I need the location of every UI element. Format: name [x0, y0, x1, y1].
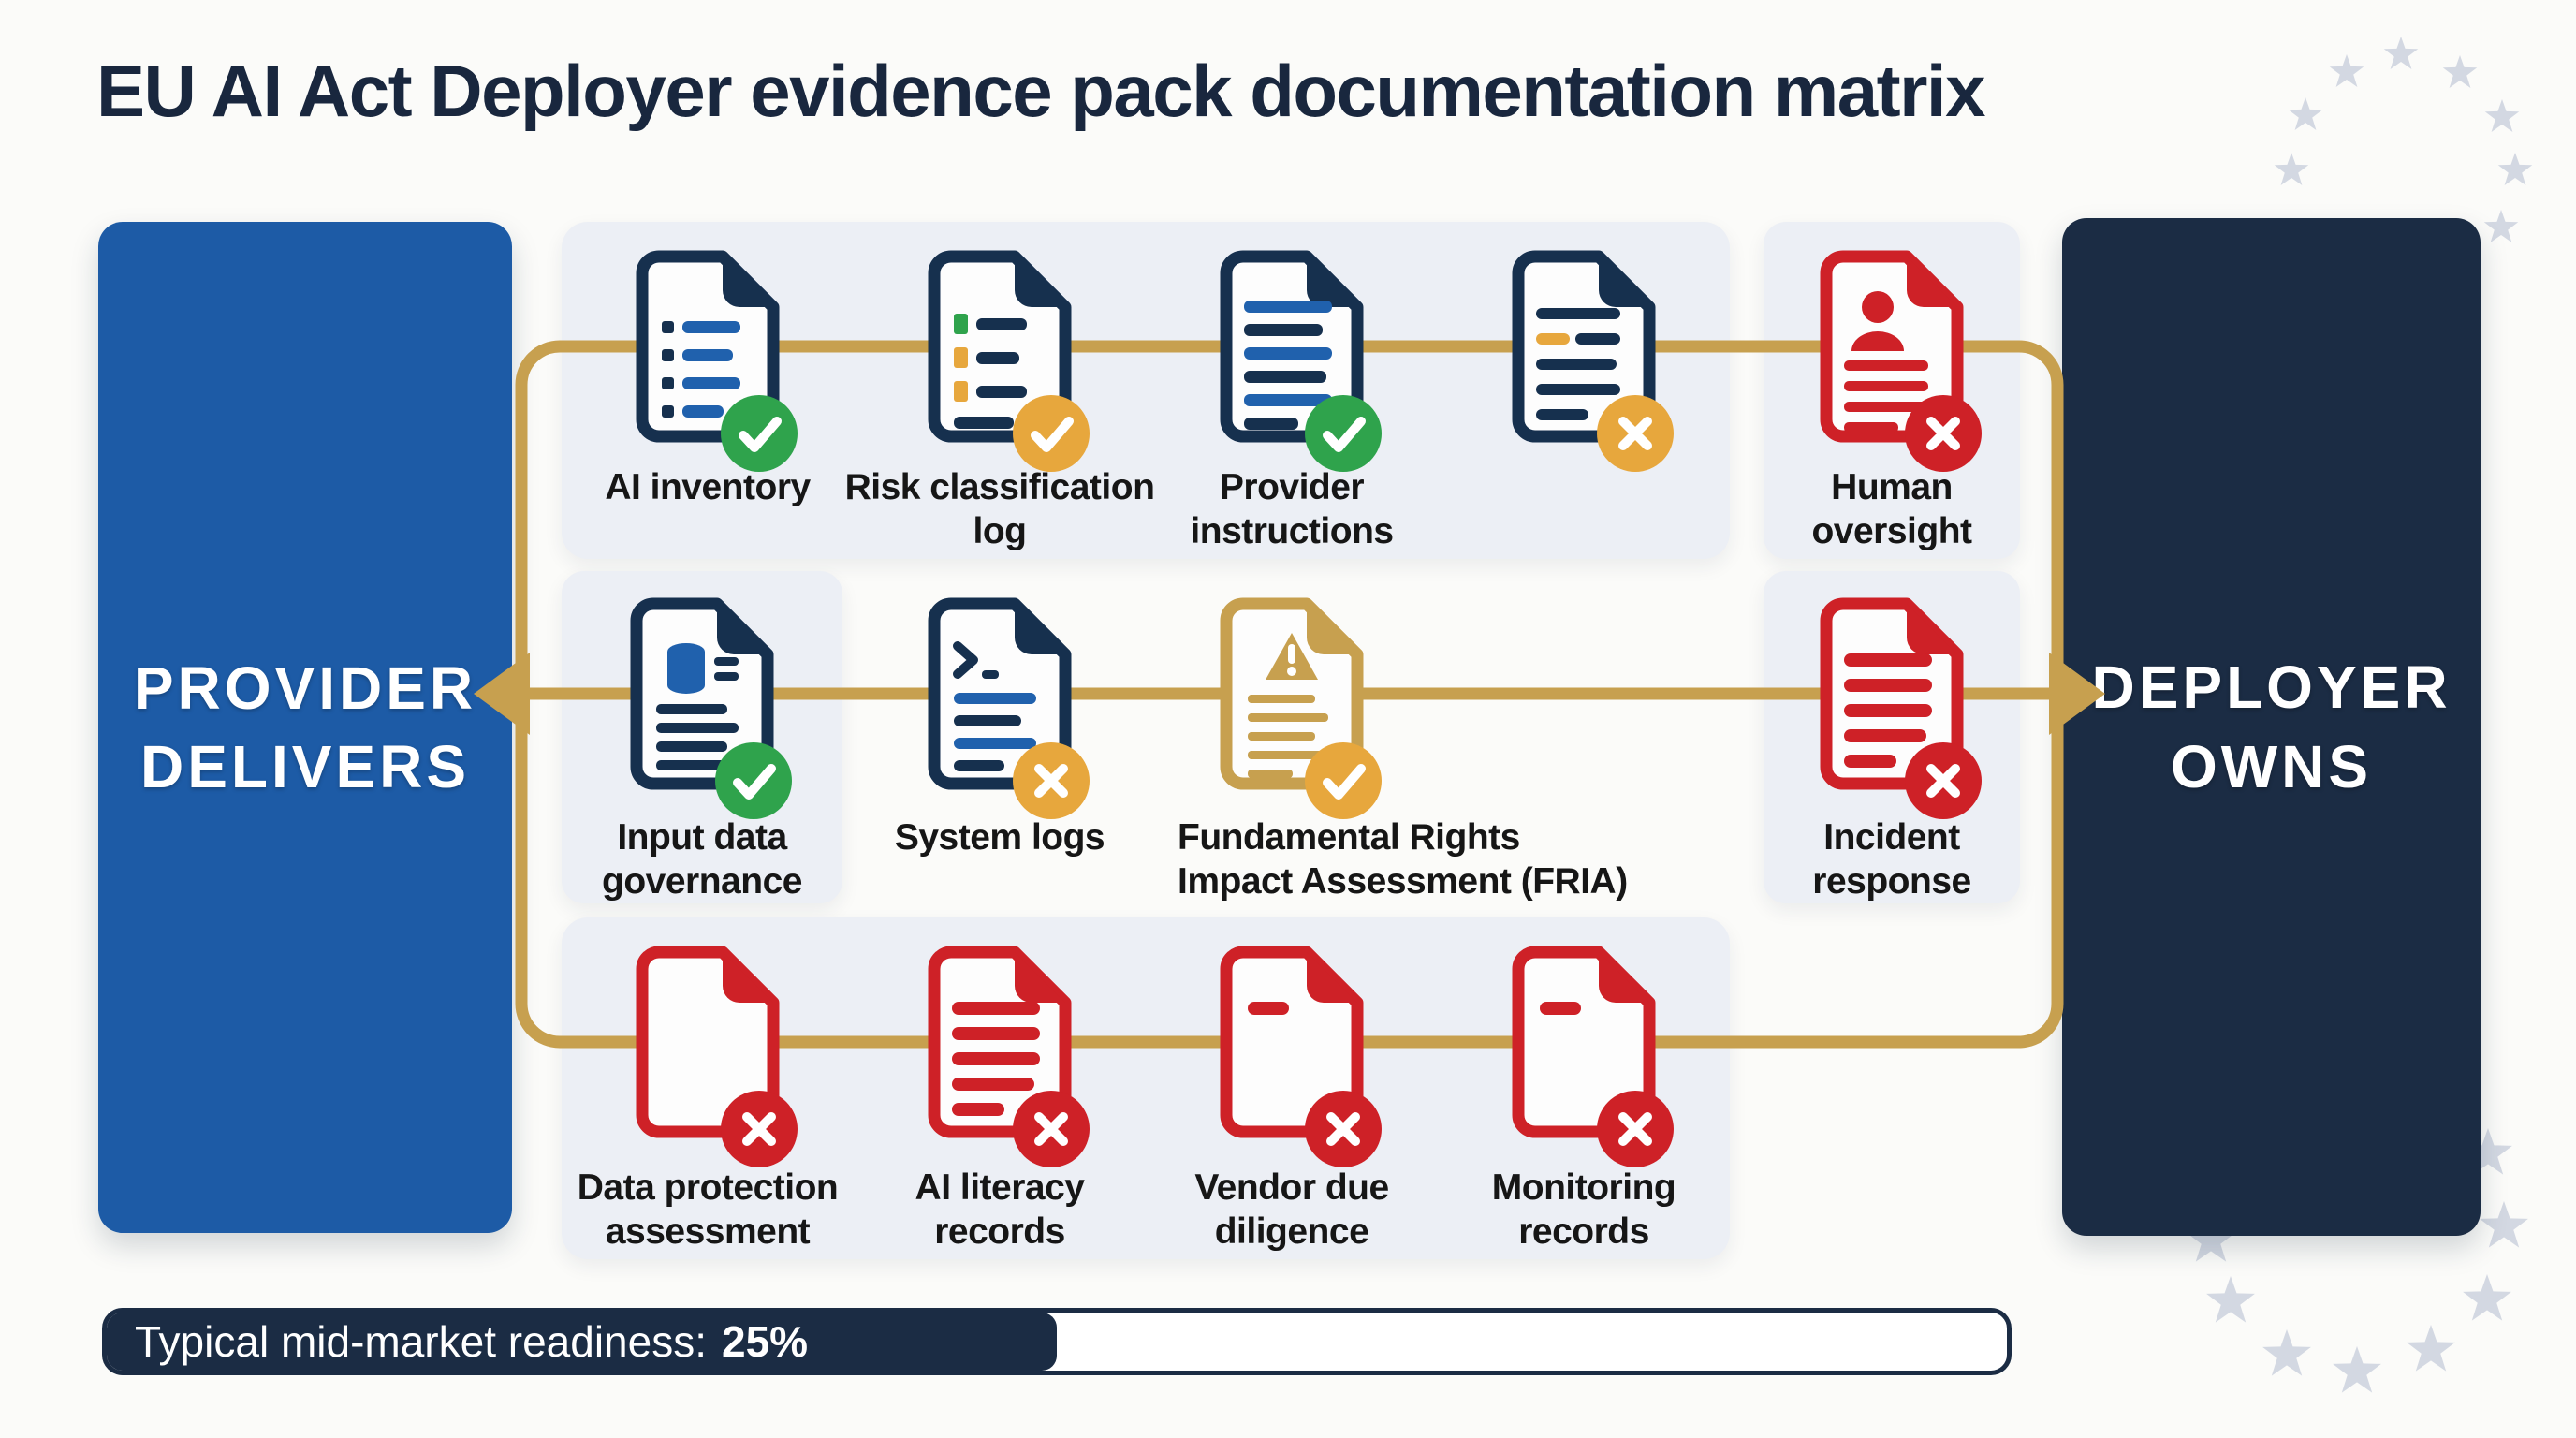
risk-classification-log-label: Risk classification log — [844, 467, 1155, 551]
provider-panel-label-line1: PROVIDER — [133, 653, 477, 722]
input-data-governance-label: Input data governance — [602, 817, 802, 902]
system-logs-doc-terminal-icon — [928, 597, 1072, 790]
provider-instructions-label: Provider instructions — [1190, 467, 1394, 551]
readiness-label: Typical mid-market readiness: — [135, 1317, 707, 1366]
page-title: EU AI Act Deployer evidence pack documen… — [96, 50, 1985, 132]
vendor-due-diligence-label: Vendor due diligence — [1194, 1167, 1389, 1252]
system-logs-x-badge-icon — [1013, 742, 1090, 819]
ai-literacy-records-doc-lines-icon — [928, 946, 1072, 1138]
fria-doc-warning-icon — [1220, 597, 1364, 790]
readiness-value: 25% — [721, 1317, 809, 1366]
readiness-progress-bar: Typical mid-market readiness: 25% — [102, 1308, 2012, 1375]
input-data-governance-check-badge-icon — [715, 742, 792, 819]
arrow-left-icon — [474, 653, 530, 735]
monitoring-records-doc-dash-icon — [1512, 946, 1656, 1138]
ai-inventory-check-badge-icon — [721, 395, 798, 472]
ai-literacy-records-label: AI literacy records — [915, 1167, 1085, 1252]
incident-response-label: Incident response — [1812, 817, 1971, 902]
fria-check-badge-icon — [1305, 742, 1382, 819]
provider-panel-label-line2: DELIVERS — [139, 733, 471, 800]
data-protection-assessment-label: Data protection assessment — [577, 1167, 839, 1252]
deployer-panel-label-line1: DEPLOYER — [2091, 653, 2452, 722]
provider-panel: PROVIDER DELIVERS — [98, 222, 512, 1233]
risk-classification-log-check-badge-icon — [1013, 395, 1090, 472]
monitoring-records-label: Monitoring records — [1491, 1167, 1676, 1252]
ai-literacy-records-x-badge-icon — [1013, 1091, 1090, 1167]
system-logs-label: System logs — [894, 817, 1105, 858]
deployer-panel-label-line2: OWNS — [2170, 732, 2373, 800]
monitoring-records-x-badge-icon — [1597, 1091, 1674, 1167]
data-protection-assessment-x-badge-icon — [721, 1091, 798, 1167]
vendor-due-diligence-x-badge-icon — [1305, 1091, 1382, 1167]
human-oversight-doc-person-icon — [1820, 250, 1964, 443]
vendor-due-diligence-doc-dash-icon — [1220, 946, 1364, 1138]
deployer-panel: DEPLOYER OWNS — [2062, 218, 2481, 1236]
human-oversight-label: Human oversight — [1811, 467, 1972, 551]
provider-instructions-check-badge-icon — [1305, 395, 1382, 472]
unlabeled-document-doc-lines-highlight-icon — [1512, 250, 1656, 443]
ai-inventory-label: AI inventory — [605, 467, 811, 507]
arrow-right-icon — [2049, 653, 2105, 735]
incident-response-x-badge-icon — [1905, 742, 1982, 819]
unlabeled-document-x-badge-icon — [1597, 395, 1674, 472]
fria-label: Fundamental Rights Impact Assessment (FR… — [1178, 817, 1628, 902]
human-oversight-x-badge-icon — [1905, 395, 1982, 472]
readiness-progress-fill: Typical mid-market readiness: 25% — [107, 1313, 1057, 1371]
